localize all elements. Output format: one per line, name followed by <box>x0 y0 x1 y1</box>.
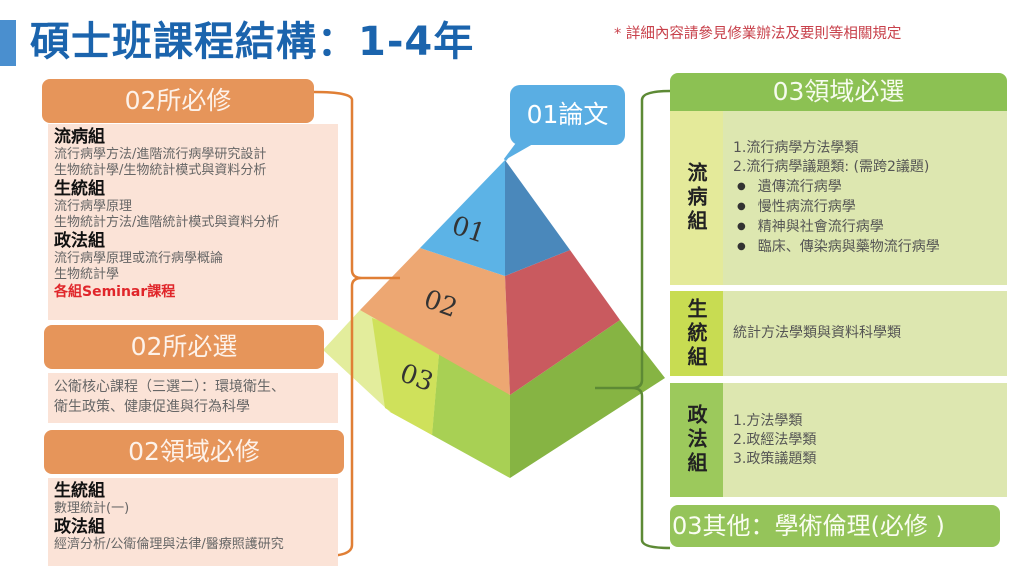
course-line: 1.流行病學方法學類 <box>733 140 859 156</box>
course-line: 經濟分析/公衛倫理與法律/醫療照護研究 <box>54 537 284 552</box>
right-bracket <box>595 89 671 550</box>
group-label: 政法組 <box>670 383 723 497</box>
course-line: 2.流行病學議題類: (需跨2議題) <box>733 159 930 175</box>
pyramid-level-01-left <box>420 160 505 276</box>
course-line: 生物統計方法/進階統計模式與資料分析 <box>54 215 280 230</box>
field-elective-row-biostat: 生統組 統計方法學類與資料科學類 <box>670 291 1007 376</box>
other-requirement: 03其他：學術倫理(必修 ) <box>670 505 1000 547</box>
bullet-item: 遺傳流行病學 <box>733 177 1007 197</box>
group-label: 生統組 <box>670 291 723 376</box>
group-name: 生統組 <box>54 179 105 199</box>
course-line: 衛生政策、健康促進與行為科學 <box>54 399 250 415</box>
course-line: 流行病學原理 <box>54 199 133 214</box>
page-title: 碩士班課程結構：1-4年 <box>30 19 475 65</box>
group-name: 流病組 <box>54 127 105 147</box>
course-line: 生物統計學 <box>54 267 120 282</box>
course-line: 3.政策議題類 <box>733 450 817 467</box>
course-line: 生物統計學/生物統計模式與資料分析 <box>54 163 267 178</box>
bullet-item: 精神與社會流行病學 <box>733 217 1007 237</box>
left-bracket <box>313 90 400 558</box>
pyramid-level-02-right <box>505 250 620 395</box>
thesis-callout: 01論文 <box>510 85 625 145</box>
elective-dept-heading: 02所必選 <box>44 325 324 369</box>
group-name: 生統組 <box>54 481 105 501</box>
callout-pointer <box>505 140 540 160</box>
course-line: 流行病學方法/進階流行病學研究設計 <box>54 147 267 162</box>
course-line: 數理統計(一) <box>54 501 130 516</box>
bullet-item: 臨床、傳染病與藥物流行病學 <box>733 237 1007 257</box>
footnote: * 詳細內容請參見修業辦法及要則等相關規定 <box>614 26 902 42</box>
field-elective-row-epi: 流病組 1.流行病學方法學類 2.流行病學議題類: (需跨2議題) 遺傳流行病學… <box>670 111 1007 285</box>
pyramid-level-03-right <box>510 320 665 478</box>
group-label: 流病組 <box>670 111 723 285</box>
group-name: 政法組 <box>54 517 105 537</box>
pyramid-level-02-left <box>360 248 510 395</box>
pyramid-level-03-mid <box>432 342 510 478</box>
bullet-item: 慢性病流行病學 <box>733 197 1007 217</box>
field-elective-row-policy: 政法組 1.方法學類 2.政經法學類 3.政策議題類 <box>670 383 1007 497</box>
group-name: 政法組 <box>54 231 105 251</box>
course-line: 1.方法學類 <box>733 412 803 429</box>
required-field-heading: 02領域必修 <box>44 430 344 474</box>
pyramid-level-01-right <box>505 160 570 276</box>
required-dept-body: 流病組 流行病學方法/進階流行病學研究設計 生物統計學/生物統計模式與資料分析 … <box>48 124 338 320</box>
elective-dept-body: 公衛核心課程（三選二）：環境衛生、 衛生政策、健康促進與行為科學 <box>48 373 338 423</box>
course-line: 2.政經法學類 <box>733 431 817 448</box>
field-elective-heading: 03領域必選 <box>670 73 1007 111</box>
course-line: 流行病學原理或流行病學概論 <box>54 251 224 266</box>
seminar-highlight: 各組Seminar課程 <box>54 284 176 300</box>
required-dept-heading: 02所必修 <box>42 79 314 123</box>
title-accent-bar <box>0 20 16 66</box>
course-line: 公衛核心課程（三選二）：環境衛生、 <box>54 379 285 395</box>
required-field-body: 生統組 數理統計(一) 政法組 經濟分析/公衛倫理與法律/醫療照護研究 <box>48 478 338 566</box>
course-line: 統計方法學類與資料科學類 <box>733 325 901 341</box>
